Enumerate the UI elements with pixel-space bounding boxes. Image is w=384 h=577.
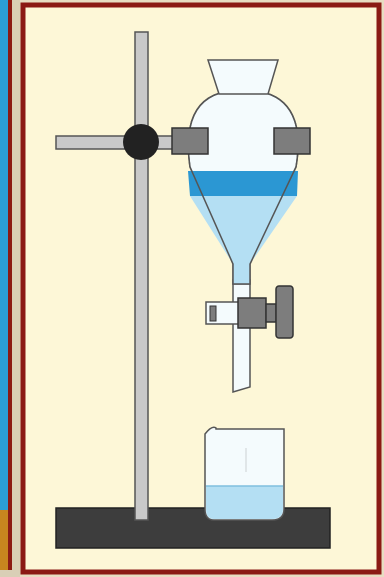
stopcock-neck bbox=[265, 303, 277, 323]
strip-red-edge bbox=[8, 0, 12, 570]
beaker bbox=[204, 426, 285, 521]
left-decorative-strip bbox=[0, 0, 20, 577]
funnel-outline bbox=[187, 92, 299, 285]
diagram-panel bbox=[20, 2, 384, 577]
funnel-stem bbox=[232, 279, 251, 394]
lower-liquid-layer bbox=[190, 196, 297, 284]
stopcock bbox=[205, 285, 294, 339]
panel-frame bbox=[20, 2, 382, 575]
stopcock-body bbox=[237, 297, 267, 329]
stopper bbox=[206, 59, 280, 95]
retort-stand-rod bbox=[134, 31, 149, 521]
clamp-boss bbox=[123, 124, 159, 160]
separatory-funnel bbox=[187, 92, 299, 285]
stand-base-plate bbox=[55, 507, 331, 549]
stopcock-end bbox=[209, 305, 217, 322]
separatory-funnel-diagram bbox=[20, 2, 382, 575]
clamp-jaw-right bbox=[273, 127, 311, 155]
beaker-liquid bbox=[206, 486, 283, 519]
stopcock-handle bbox=[275, 285, 294, 339]
upper-liquid-layer bbox=[188, 171, 298, 196]
strip-blue-band bbox=[0, 0, 8, 510]
strip-orange-band bbox=[0, 510, 8, 570]
clamp-jaw-left bbox=[171, 127, 209, 155]
